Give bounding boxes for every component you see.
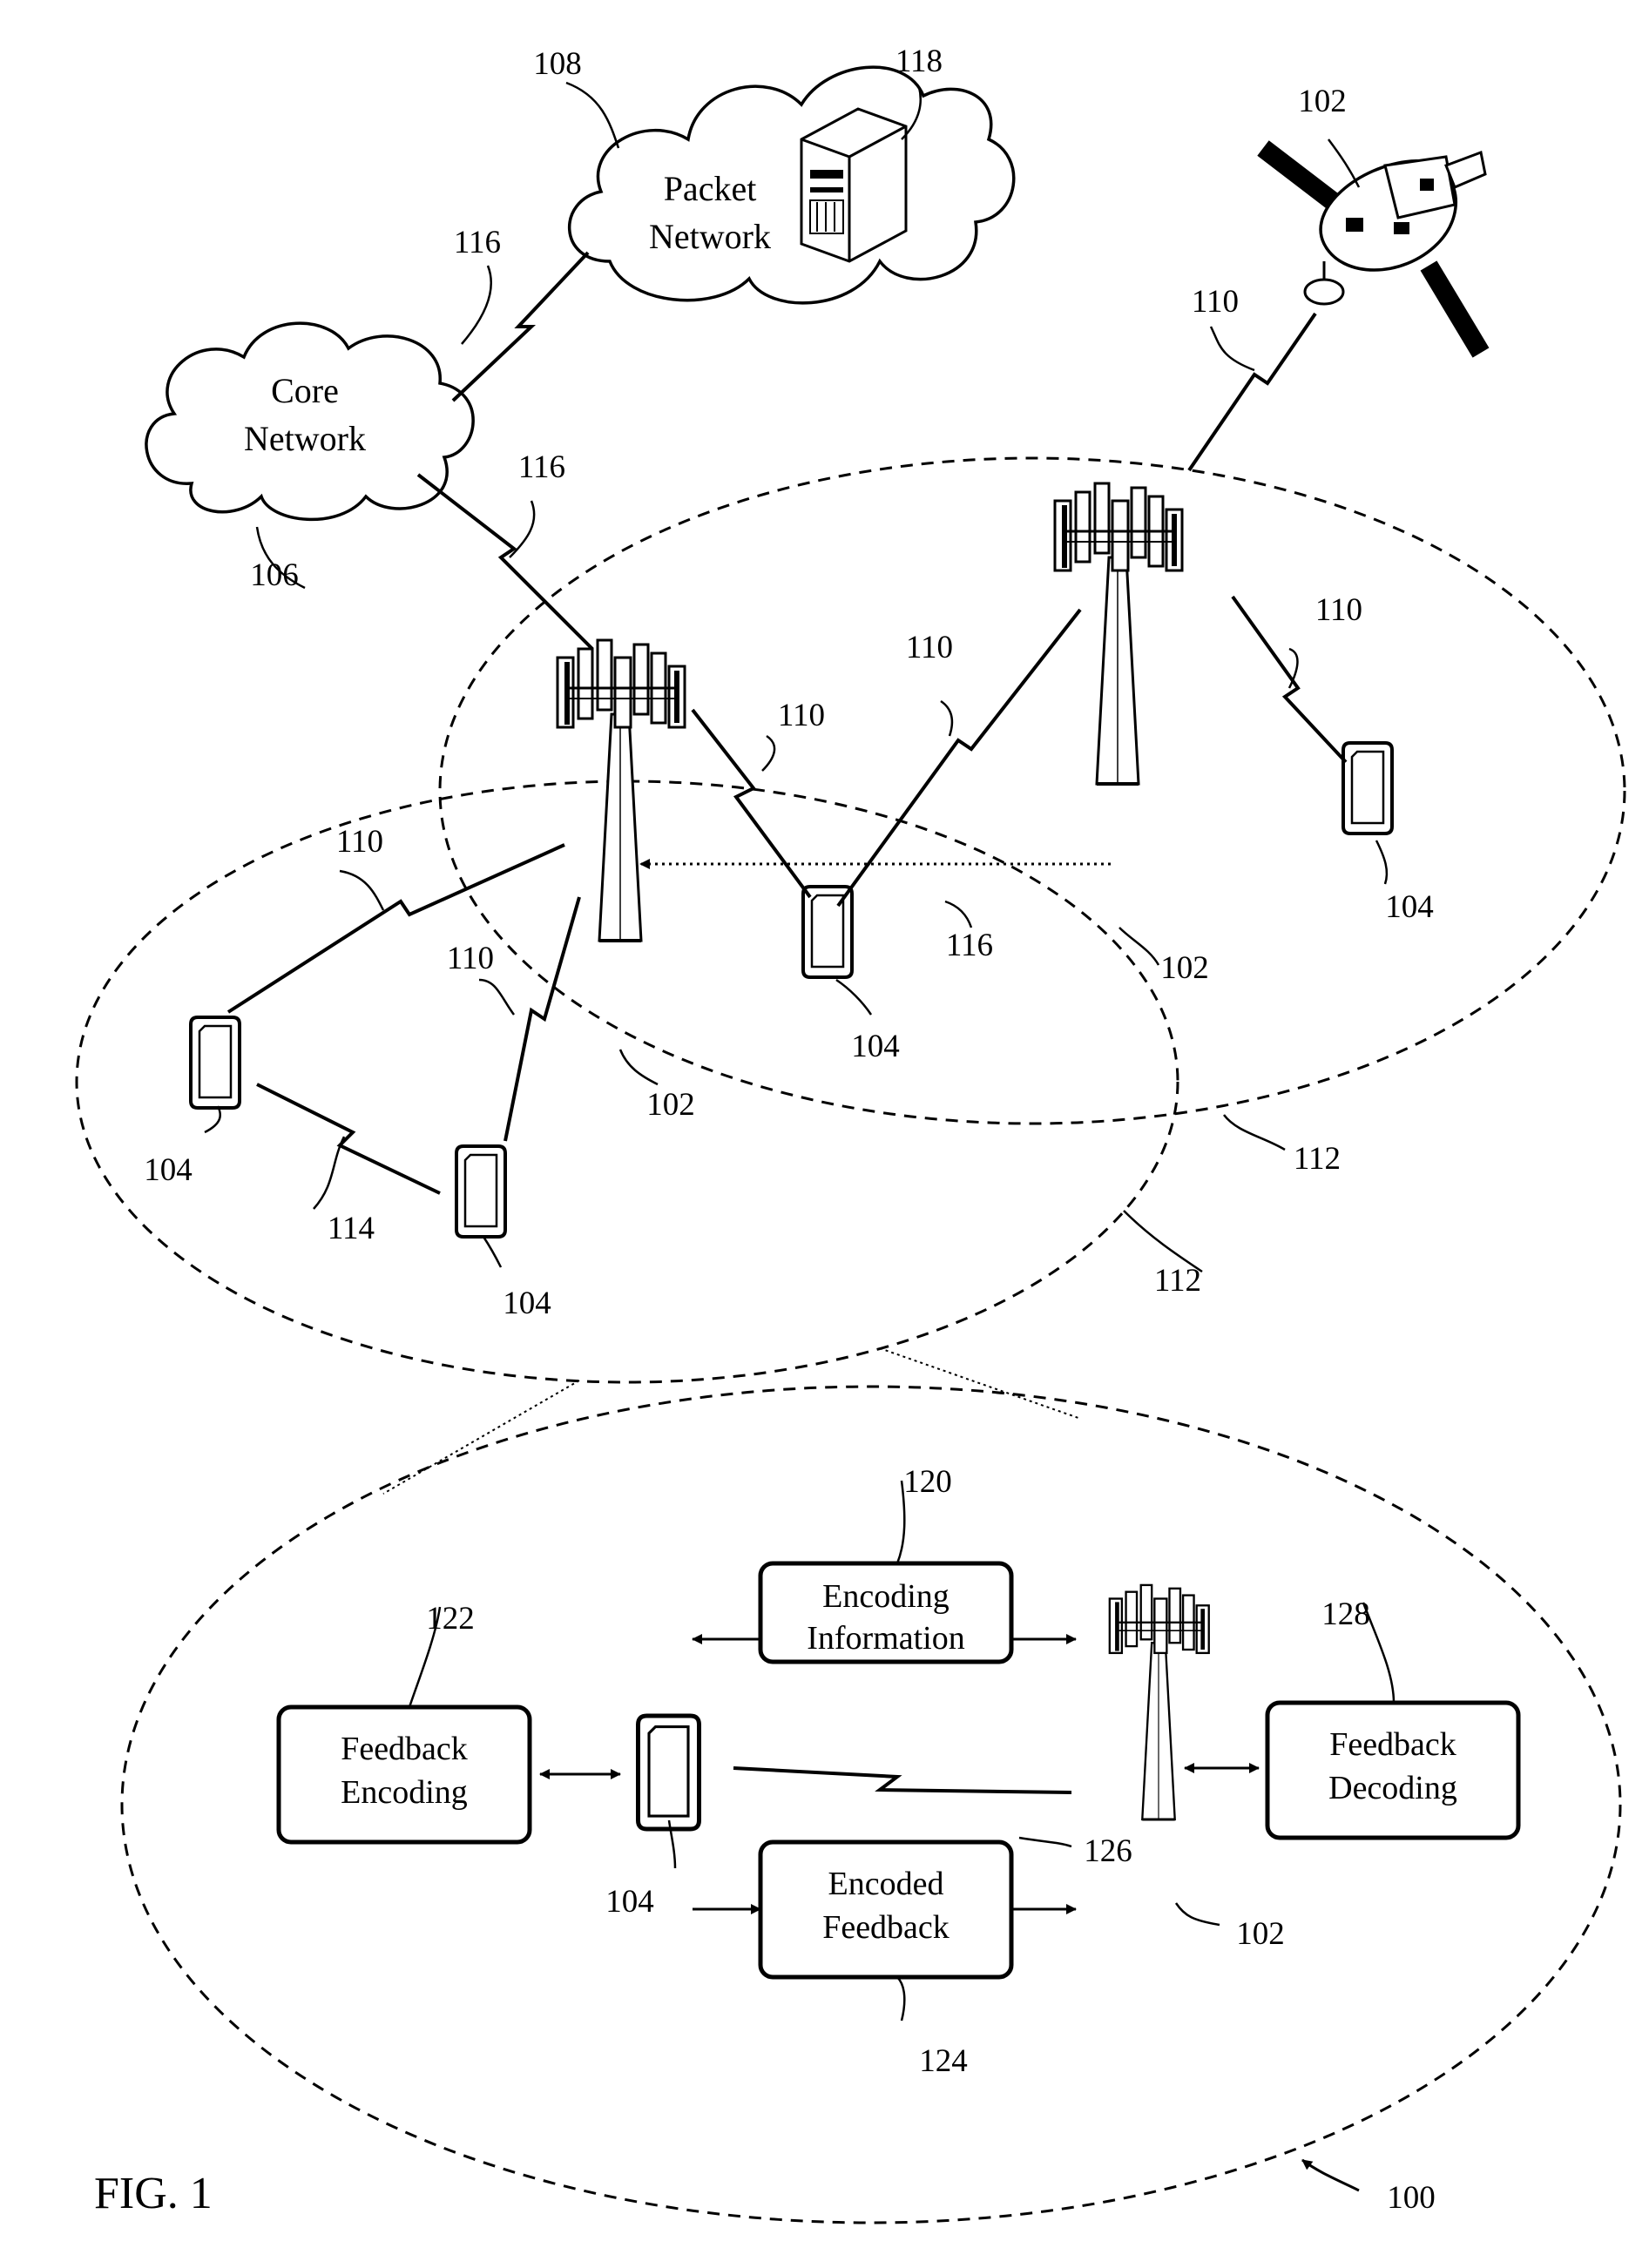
ref-120: 120 xyxy=(903,1464,952,1500)
ref-110-satellite: 110 xyxy=(1192,284,1239,320)
link-righttower-right-ue xyxy=(1231,595,1348,764)
ref-110-lefttower-center: 110 xyxy=(778,698,825,733)
ref-116-core-tower: 116 xyxy=(518,449,565,485)
box-encoding-information: Encoding Information xyxy=(758,1561,1014,1664)
packet-network-label-1: Packet xyxy=(664,169,757,208)
system-ref-arrow xyxy=(1301,2158,1360,2192)
ue-left-icon xyxy=(189,1016,241,1110)
ref-102-detail-tower: 102 xyxy=(1236,1916,1285,1952)
ref-102-left-tower: 102 xyxy=(646,1087,695,1123)
ue-bottom-icon xyxy=(455,1144,507,1239)
link-lefttower-bottom-ue xyxy=(503,896,581,1142)
ref-124: 124 xyxy=(919,2043,968,2079)
satellite-icon xyxy=(1257,140,1490,358)
ref-108: 108 xyxy=(533,46,582,82)
base-station-left-icon xyxy=(556,638,686,942)
feedback-encoding-label-2: Encoding xyxy=(341,1774,468,1811)
encoding-information-label-1: Encoding xyxy=(822,1578,950,1615)
ref-102-satellite: 102 xyxy=(1298,84,1347,119)
ref-100: 100 xyxy=(1387,2180,1436,2216)
core-network-cloud: Core Network xyxy=(145,321,475,522)
ref-110-righttower-right: 110 xyxy=(1315,592,1362,628)
core-network-label-2: Network xyxy=(244,419,366,458)
ref-112-right-cell: 112 xyxy=(1294,1141,1341,1177)
zoom-line-right xyxy=(879,1347,1079,1419)
base-station-detail-icon xyxy=(1108,1583,1211,1821)
encoding-information-label-2: Information xyxy=(807,1620,965,1657)
ref-122: 122 xyxy=(426,1601,475,1637)
ref-110-lefttower-bottom: 110 xyxy=(447,941,494,976)
box-encoded-feedback: Encoded Feedback xyxy=(758,1839,1014,1980)
zoom-line-left xyxy=(382,1380,580,1495)
feedback-encoding-label-1: Feedback xyxy=(341,1731,468,1767)
server-icon xyxy=(800,107,908,263)
packet-network-label-2: Network xyxy=(649,217,771,256)
ref-110-righttower-center: 110 xyxy=(906,630,953,665)
ref-110-lefttower-left: 110 xyxy=(336,824,383,860)
box-feedback-decoding: Feedback Decoding xyxy=(1265,1700,1521,1840)
ref-106: 106 xyxy=(250,557,299,593)
encoded-feedback-label-1: Encoded xyxy=(828,1866,944,1902)
ref-102-right-tower: 102 xyxy=(1160,950,1209,986)
packet-network-cloud: Packet Network xyxy=(568,65,1016,305)
link-righttower-center-ue xyxy=(836,608,1082,908)
figure-label: FIG. 1 xyxy=(94,2169,213,2218)
ref-114: 114 xyxy=(328,1211,375,1246)
link-lefttower-center-ue xyxy=(691,708,812,899)
ue-center-icon xyxy=(801,885,854,979)
link-lefttower-left-ue xyxy=(226,843,565,1014)
feedback-decoding-label-2: Decoding xyxy=(1328,1770,1457,1806)
link-satellite-tower xyxy=(1187,312,1317,472)
ref-126: 126 xyxy=(1084,1833,1132,1869)
link-sidelink xyxy=(256,1083,441,1195)
ue-right-icon xyxy=(1342,741,1394,835)
ref-128: 128 xyxy=(1321,1596,1370,1632)
ref-104-bottom: 104 xyxy=(503,1286,551,1321)
feedback-decoding-label-1: Feedback xyxy=(1329,1726,1456,1763)
box-feedback-encoding: Feedback Encoding xyxy=(276,1704,532,1845)
link-packet-core xyxy=(451,251,590,402)
ref-104-right: 104 xyxy=(1385,889,1434,925)
core-network-label-1: Core xyxy=(271,371,339,410)
base-station-right-icon xyxy=(1053,482,1184,786)
ref-104-left: 104 xyxy=(144,1152,193,1188)
ref-118: 118 xyxy=(895,44,943,79)
ref-116-packet-core: 116 xyxy=(454,225,501,260)
coverage-cell-right xyxy=(438,456,1626,1125)
detail-view-ellipse xyxy=(120,1385,1622,2224)
ue-detail-icon xyxy=(639,1716,699,1829)
coverage-cell-left xyxy=(75,780,1179,1384)
ref-112-left-cell: 112 xyxy=(1154,1263,1201,1299)
encoded-feedback-label-2: Feedback xyxy=(822,1909,950,1946)
link-core-tower xyxy=(416,473,594,651)
ref-104-detail: 104 xyxy=(605,1884,654,1920)
ref-116-tower-tower: 116 xyxy=(946,928,993,963)
ref-104-center: 104 xyxy=(851,1029,900,1064)
link-detail xyxy=(733,1766,1072,1794)
